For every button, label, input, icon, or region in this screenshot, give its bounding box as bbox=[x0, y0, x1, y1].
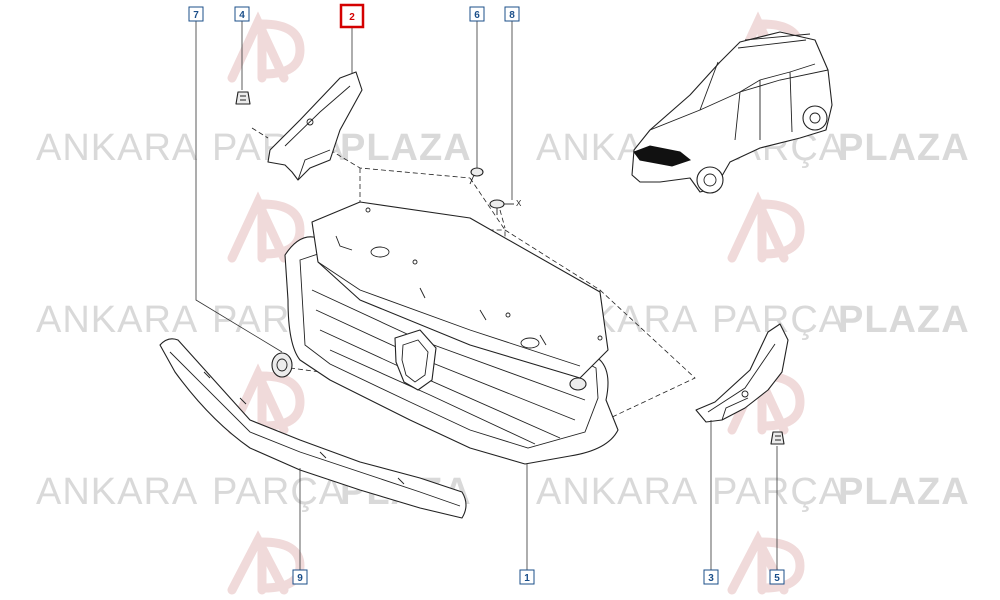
watermark-word-plaza: PLAZA bbox=[838, 127, 970, 169]
label-2-highlighted: 2 bbox=[339, 3, 365, 29]
svg-text:3: 3 bbox=[708, 573, 714, 584]
label-3: 3 bbox=[703, 569, 719, 585]
trim-strip-part-9 bbox=[159, 338, 467, 519]
watermark-word-plaza: PLAZA bbox=[340, 127, 472, 169]
label-7: 7 bbox=[188, 6, 204, 22]
watermark-word-ankara: ANKARA bbox=[36, 127, 198, 169]
svg-text:7: 7 bbox=[193, 10, 199, 21]
watermark-word-plaza: PLAZA bbox=[838, 471, 970, 513]
vehicle-grille-highlight bbox=[633, 145, 692, 167]
svg-text:9: 9 bbox=[297, 573, 303, 584]
clip-part-5 bbox=[770, 431, 785, 445]
svg-text:2: 2 bbox=[349, 12, 355, 23]
grille-part-1 bbox=[284, 201, 619, 465]
watermark-word-parca: PARÇA bbox=[212, 471, 345, 513]
svg-text:5: 5 bbox=[774, 573, 780, 584]
clip-part-4 bbox=[235, 91, 251, 105]
watermark-word-ankara: ANKARA bbox=[36, 471, 198, 513]
axis-mark-x: X bbox=[516, 199, 522, 208]
svg-text:6: 6 bbox=[474, 10, 480, 21]
grommet-part-7 bbox=[271, 352, 293, 378]
vehicle-thumbnail bbox=[631, 31, 833, 194]
svg-text:4: 4 bbox=[239, 10, 245, 21]
label-5: 5 bbox=[769, 569, 785, 585]
screw-part-8: X bbox=[489, 199, 522, 215]
label-6: 6 bbox=[469, 6, 485, 22]
svg-text:8: 8 bbox=[509, 10, 515, 21]
bracket-part-2 bbox=[267, 71, 363, 181]
watermark-word-ankara: ANKARA bbox=[536, 471, 698, 513]
label-1: 1 bbox=[519, 569, 535, 585]
watermark-word-parca: PARÇA bbox=[712, 471, 845, 513]
label-9: 9 bbox=[292, 569, 308, 585]
leader-lines bbox=[195, 21, 778, 570]
svg-text:1: 1 bbox=[524, 573, 530, 584]
watermark-word-ankara: ANKARA bbox=[36, 299, 198, 341]
label-8: 8 bbox=[504, 6, 520, 22]
watermark-word-plaza: PLAZA bbox=[838, 299, 970, 341]
label-4: 4 bbox=[234, 6, 250, 22]
bracket-part-3 bbox=[695, 323, 789, 423]
